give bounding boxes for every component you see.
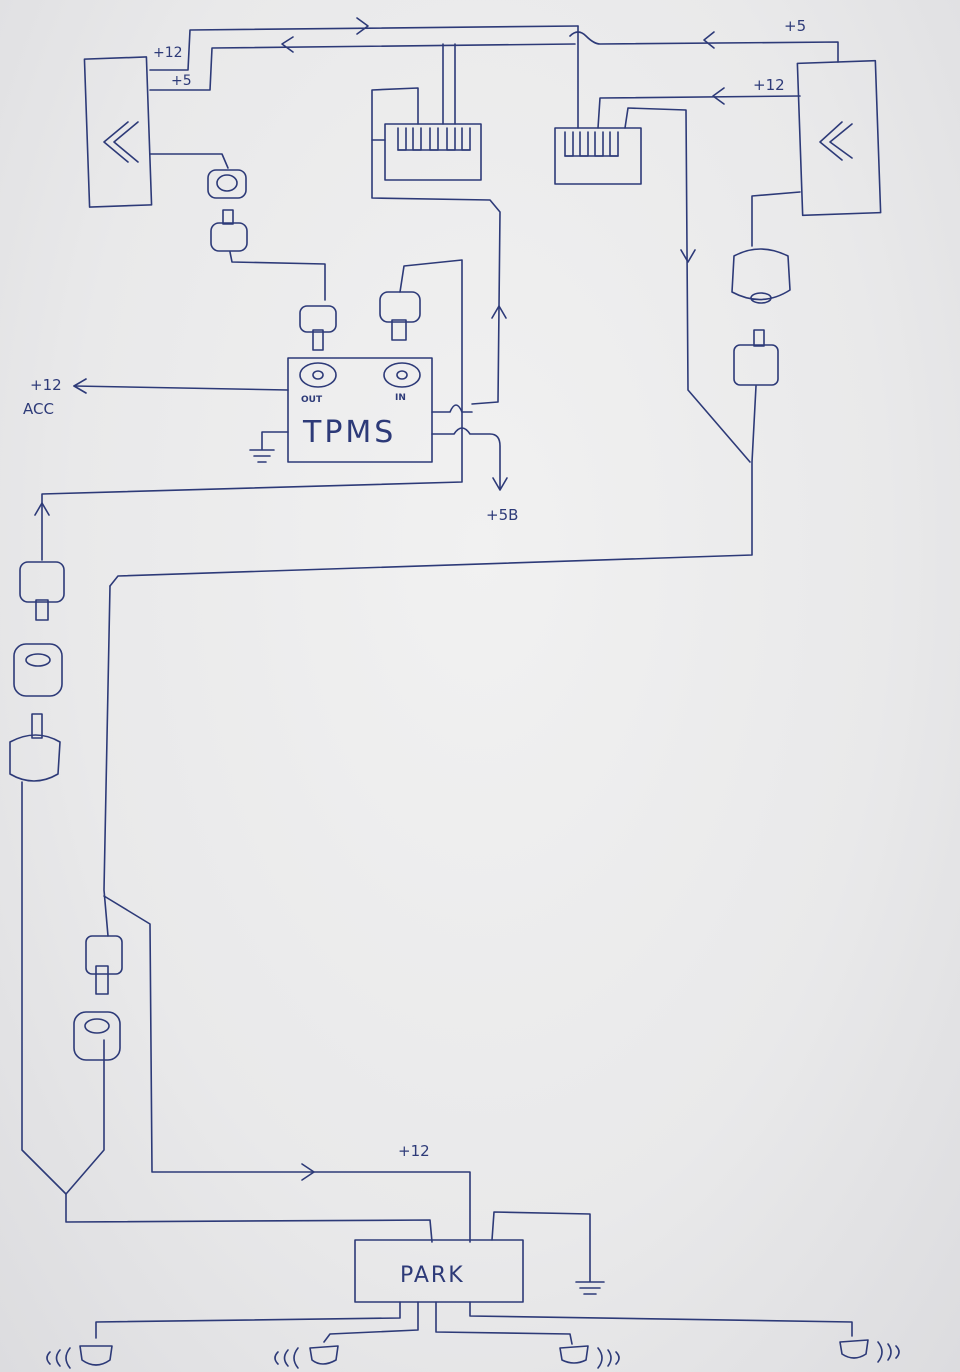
acc-plus12-label: +12 bbox=[30, 376, 62, 394]
wire-tpms-to-5v bbox=[431, 427, 501, 489]
center-connector bbox=[384, 123, 482, 181]
arrow-up-icon bbox=[34, 502, 50, 516]
top-right-plus12-label: +12 bbox=[753, 76, 785, 94]
tpms-in-port-icon bbox=[383, 362, 421, 388]
wire-acc bbox=[73, 385, 289, 391]
left-mirror-plug bbox=[210, 209, 248, 252]
parking-sensor-4-icon bbox=[839, 1339, 900, 1363]
top-left-plus5-label: +5 bbox=[171, 73, 192, 89]
bottom-plus12-label: +12 bbox=[398, 1142, 430, 1160]
left-stack-plug-lower bbox=[9, 713, 61, 782]
wire-tpms-right-upper bbox=[431, 404, 473, 413]
wire-left-vertical bbox=[103, 585, 111, 937]
wire-park-sensor-3 bbox=[435, 1301, 573, 1345]
wire-tpms-in-loop bbox=[41, 259, 463, 561]
wire-top-plus12 bbox=[149, 25, 579, 71]
arrow-left-icon bbox=[356, 17, 369, 35]
tpms-out-label: OUT bbox=[301, 395, 323, 405]
arrow-left-icon bbox=[73, 378, 87, 394]
tpms-ground-icon bbox=[249, 431, 289, 463]
wire-park-sensor-1 bbox=[95, 1301, 401, 1339]
arrow-right-icon bbox=[301, 1163, 315, 1181]
tpms-in-plug bbox=[379, 291, 421, 341]
right-mirror-chevron-icon bbox=[819, 121, 853, 161]
wire-right-mirror-to-socket bbox=[751, 191, 801, 247]
park-module bbox=[354, 1239, 524, 1303]
left-mirror-chevron-icon bbox=[103, 121, 139, 163]
wire-right-plug-down bbox=[109, 385, 757, 587]
park-title: PARK bbox=[400, 1263, 465, 1288]
tpms-module bbox=[287, 357, 433, 463]
arrow-left-icon bbox=[281, 36, 294, 53]
wire-to-park-plus12 bbox=[103, 895, 471, 1243]
arrow-down-icon bbox=[492, 477, 508, 491]
top-right-plus5-label: +5 bbox=[784, 17, 806, 35]
wire-top-plus5 bbox=[149, 43, 576, 91]
tpms-out-port-icon bbox=[299, 362, 337, 388]
arrow-left-icon bbox=[712, 87, 725, 105]
bottom-left-plug bbox=[85, 935, 123, 995]
tpms-in-label: IN bbox=[395, 393, 406, 403]
wire-park-sensor-4 bbox=[469, 1301, 853, 1337]
right-mirror-socket bbox=[731, 248, 791, 304]
wire-center-to-tpms-in bbox=[371, 139, 501, 405]
right-connector bbox=[554, 127, 642, 185]
bottom-left-socket bbox=[73, 1011, 121, 1061]
wire-center-connector-up bbox=[442, 43, 456, 125]
tpms-title: TPMS bbox=[302, 415, 396, 450]
wire-plug-to-tpms-out bbox=[229, 251, 326, 301]
tpms-out-plug bbox=[299, 305, 337, 351]
parking-sensor-2-icon bbox=[274, 1345, 339, 1369]
top-left-plus12-label: +12 bbox=[153, 45, 183, 61]
left-stack-socket bbox=[13, 643, 63, 697]
left-mirror-module bbox=[83, 56, 153, 208]
wire-park-sensor-2 bbox=[323, 1301, 419, 1343]
wire-left-mirror-to-plug bbox=[149, 153, 229, 169]
wire-right-plus5 bbox=[569, 31, 839, 63]
wire-right-plus12 bbox=[597, 95, 801, 129]
acc-label: ACC bbox=[23, 400, 54, 418]
wire-to-park-left bbox=[65, 1193, 433, 1243]
right-mirror-plug bbox=[733, 329, 779, 386]
left-stack-plug-upper bbox=[19, 561, 65, 621]
parking-sensor-3-icon bbox=[559, 1345, 620, 1369]
arrow-up-icon bbox=[491, 305, 507, 319]
arrow-down-icon bbox=[680, 249, 696, 263]
right-mirror-module bbox=[796, 59, 882, 217]
wire-right-connector-down bbox=[624, 107, 751, 463]
park-ground-icon bbox=[491, 1211, 605, 1295]
plus5v-label: +5B bbox=[486, 506, 518, 524]
wire-center-connector-loop bbox=[371, 87, 419, 141]
left-mirror-socket bbox=[207, 169, 247, 199]
wire-left-stack-down bbox=[21, 781, 105, 1195]
arrow-left-icon bbox=[703, 31, 715, 49]
parking-sensor-1-icon bbox=[46, 1345, 113, 1369]
